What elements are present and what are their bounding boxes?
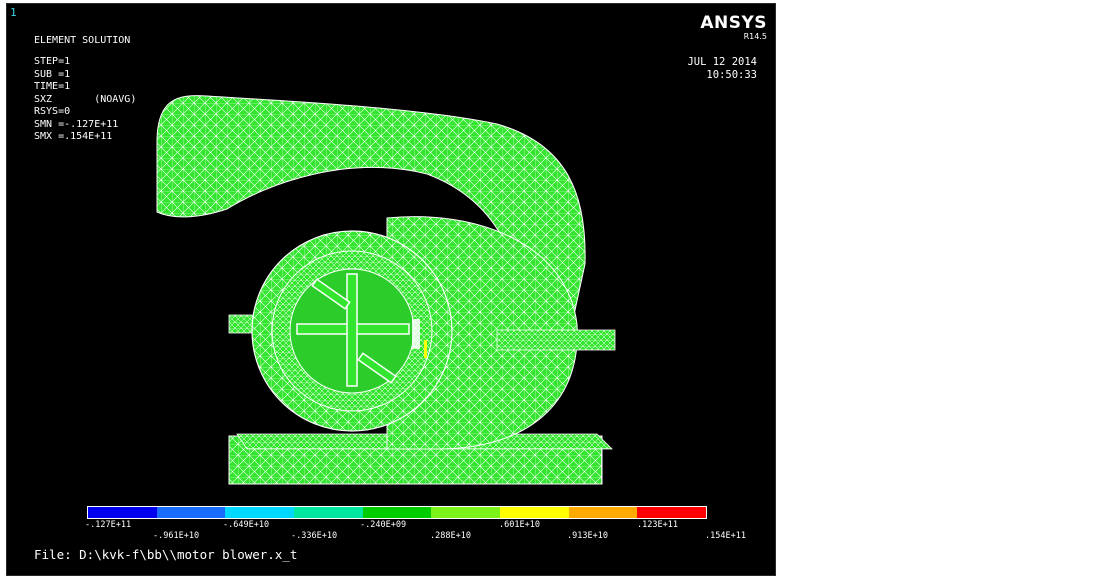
plot-title: ELEMENT SOLUTION — [34, 35, 131, 46]
legend-label: -.649E+10 — [223, 520, 270, 530]
info-substep: SUB =1 — [34, 68, 71, 80]
legend-label: -.240E+09 — [360, 520, 407, 530]
legend-seg — [294, 507, 363, 518]
time-text: 10:50:33 — [706, 68, 757, 81]
legend-seg — [568, 507, 638, 518]
info-component: SXZ (NOAVG) — [34, 93, 137, 105]
legend-label: -.961E+10 — [153, 531, 200, 541]
stress-spot — [424, 340, 427, 358]
legend-seg — [500, 507, 569, 518]
logo-release: R14.5 — [743, 32, 767, 41]
legend-label: .123E+11 — [637, 520, 678, 530]
shaft-highlight — [412, 319, 420, 349]
graphics-viewport[interactable]: 1 ELEMENT SOLUTION STEP=1 SUB =1 TIME=1 … — [6, 3, 776, 576]
legend-seg — [225, 507, 295, 518]
legend-seg — [156, 507, 226, 518]
legend-seg — [88, 507, 157, 518]
ansys-logo: ANSYS R14.5 — [700, 14, 767, 42]
legend-label: .601E+10 — [499, 520, 540, 530]
logo-name: ANSYS — [700, 13, 767, 33]
info-time: TIME=1 — [34, 81, 71, 92]
file-path-label: File: D:\kvk-f\bb\\motor blower.x_t — [34, 547, 298, 562]
legend-seg — [431, 507, 501, 518]
rotor-ribs — [296, 273, 410, 387]
flange-right — [496, 329, 616, 351]
legend-label: -.127E+11 — [85, 520, 132, 530]
legend-seg — [637, 507, 707, 518]
legend-label: .913E+10 — [567, 531, 608, 541]
legend-label: .288E+10 — [430, 531, 471, 541]
date-text: JUL 12 2014 — [687, 56, 757, 68]
datetime-stamp: JUL 12 2014 10:50:33 — [687, 56, 757, 81]
legend-seg — [362, 507, 432, 518]
info-smn: SMN =-.127E+11 — [34, 118, 119, 130]
info-smx: SMX =.154E+11 — [34, 131, 113, 142]
volute-duct — [156, 95, 586, 335]
legend-label: -.336E+10 — [291, 531, 338, 541]
window-number: 1 — [10, 6, 17, 19]
info-rsys: RSYS=0 — [34, 106, 71, 117]
legend-label: .154E+11 — [705, 531, 746, 541]
info-step: STEP=1 — [34, 56, 71, 67]
meshed-model-plot[interactable] — [7, 4, 775, 575]
contour-legend-bar — [87, 506, 707, 519]
